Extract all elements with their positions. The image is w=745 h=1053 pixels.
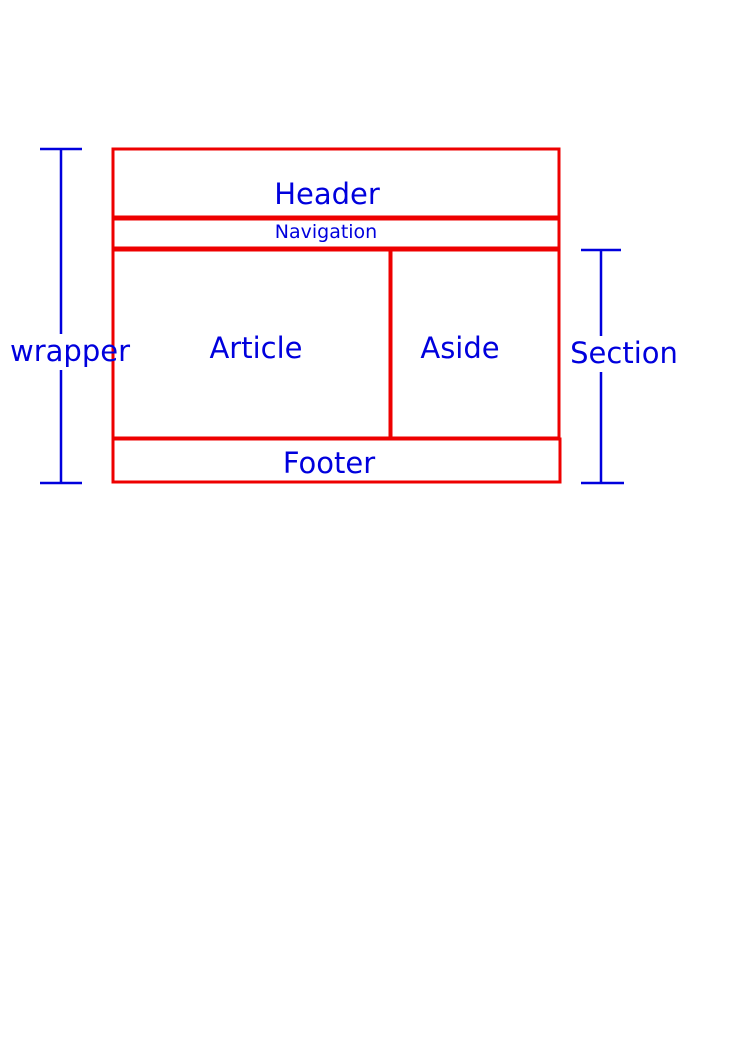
footer-box [111,437,562,484]
article-label: Article [209,331,302,365]
navigation-label: Navigation [275,221,377,243]
header-label: Header [274,177,380,211]
navigation-box [111,217,561,250]
layout-boxes [111,147,562,484]
header-box [111,147,561,219]
section-bracket [581,248,624,485]
footer-label: Footer [283,446,375,480]
aside-label: Aside [420,331,499,365]
section-label: Section [570,336,678,370]
wrapper-label: wrapper [10,334,130,368]
box-labels: Header Navigation Article Aside Footer [209,177,499,480]
wrapper-bracket [40,147,82,485]
